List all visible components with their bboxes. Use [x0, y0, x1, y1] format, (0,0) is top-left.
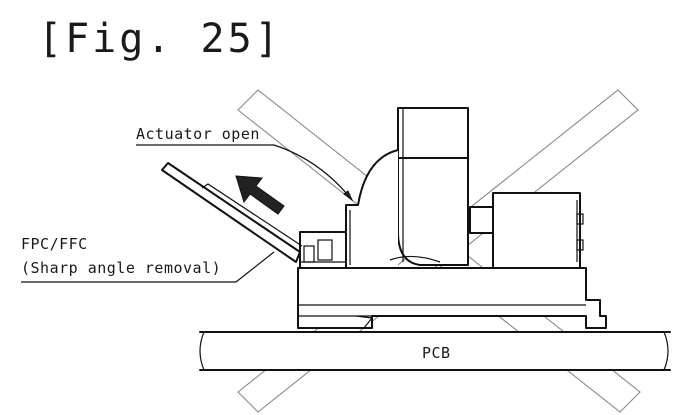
fpc-contacts — [299, 231, 347, 269]
sharp-angle-removal-label: (Sharp angle removal) — [21, 259, 221, 277]
fpc-cable — [161, 162, 303, 263]
actuator-open-label: Actuator open — [136, 125, 260, 143]
connector-housing — [297, 192, 607, 329]
arrow-up-left-icon — [235, 175, 285, 215]
figure-label: [Fig. 25] — [38, 16, 282, 62]
fpc-label-group: FPC/FFC (Sharp angle removal) — [21, 235, 275, 283]
actuator — [345, 107, 469, 269]
pcb-board — [199, 331, 671, 371]
pcb-label: PCB — [422, 344, 451, 362]
actuator-label-group: Actuator open — [136, 125, 354, 202]
fpc-ffc-label: FPC/FFC — [21, 235, 88, 253]
